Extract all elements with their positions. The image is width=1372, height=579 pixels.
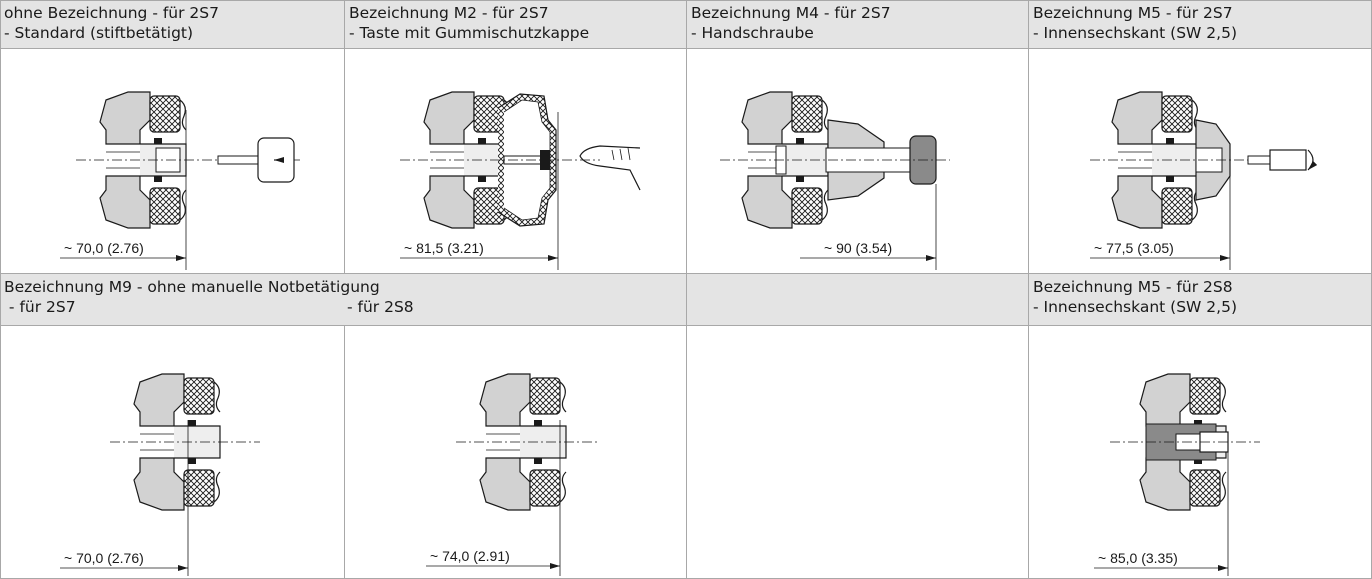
drawing-m9-2s7 bbox=[60, 373, 260, 576]
header-line: Bezeichnung M4 - für 2S7 bbox=[691, 4, 891, 22]
header-empty bbox=[687, 274, 1029, 326]
grid-line bbox=[0, 0, 1372, 1]
header-sub-2s7: - für 2S7 bbox=[4, 298, 76, 316]
header-line: - Innensechskant (SW 2,5) bbox=[1033, 298, 1237, 316]
drawing-m2 bbox=[400, 91, 641, 270]
dim-m5-2s7: ~ 77,5 (3.05) bbox=[1094, 240, 1174, 256]
drawing-m5-2s7 bbox=[1090, 91, 1318, 270]
header-line: - Standard (stiftbetätigt) bbox=[4, 24, 194, 42]
header-standard: ohne Bezeichnung - für 2S7 - Standard (st… bbox=[0, 0, 345, 49]
dim-standard: ~ 70,0 (2.76) bbox=[64, 240, 144, 256]
dim-m9-2s8: ~ 74,0 (2.91) bbox=[430, 548, 510, 564]
dim-m9-2s7: ~ 70,0 (2.76) bbox=[64, 550, 144, 566]
cell bbox=[687, 326, 1029, 579]
header-line: Bezeichnung M5 - für 2S8 bbox=[1033, 278, 1233, 296]
dim-m4: ~ 90 (3.54) bbox=[824, 240, 892, 256]
cell bbox=[345, 326, 687, 579]
header-line: - Innensechskant (SW 2,5) bbox=[1033, 24, 1237, 42]
header-line: Bezeichnung M5 - für 2S7 bbox=[1033, 4, 1233, 22]
cell bbox=[0, 326, 345, 579]
header-line: - Handschraube bbox=[691, 24, 814, 42]
drawing-m4 bbox=[720, 91, 950, 270]
header-line: - Taste mit Gummischutzkappe bbox=[349, 24, 590, 42]
grid-line bbox=[0, 0, 1, 579]
dim-m5-2s8: ~ 85,0 (3.35) bbox=[1098, 550, 1178, 566]
drawing-standard bbox=[60, 91, 300, 270]
drawing-m5-2s8 bbox=[1094, 373, 1260, 576]
drawing-m9-2s8 bbox=[426, 373, 600, 576]
header-m5-2s8: Bezeichnung M5 - für 2S8 - Innensechskant… bbox=[1029, 274, 1372, 326]
header-line: Bezeichnung M9 - ohne manuelle Notbetäti… bbox=[4, 278, 380, 296]
header-line: Bezeichnung M2 - für 2S7 bbox=[349, 4, 549, 22]
dim-m2: ~ 81,5 (3.21) bbox=[404, 240, 484, 256]
header-sub-2s8: - für 2S8 bbox=[347, 298, 414, 316]
header-m2: Bezeichnung M2 - für 2S7 - Taste mit Gumm… bbox=[345, 0, 687, 49]
header-line: ohne Bezeichnung - für 2S7 bbox=[4, 4, 219, 22]
header-m9: Bezeichnung M9 - ohne manuelle Notbetäti… bbox=[0, 274, 687, 326]
header-m5-2s7: Bezeichnung M5 - für 2S7 - Innensechskant… bbox=[1029, 0, 1372, 49]
header-m4: Bezeichnung M4 - für 2S7 - Handschraube bbox=[687, 0, 1029, 49]
